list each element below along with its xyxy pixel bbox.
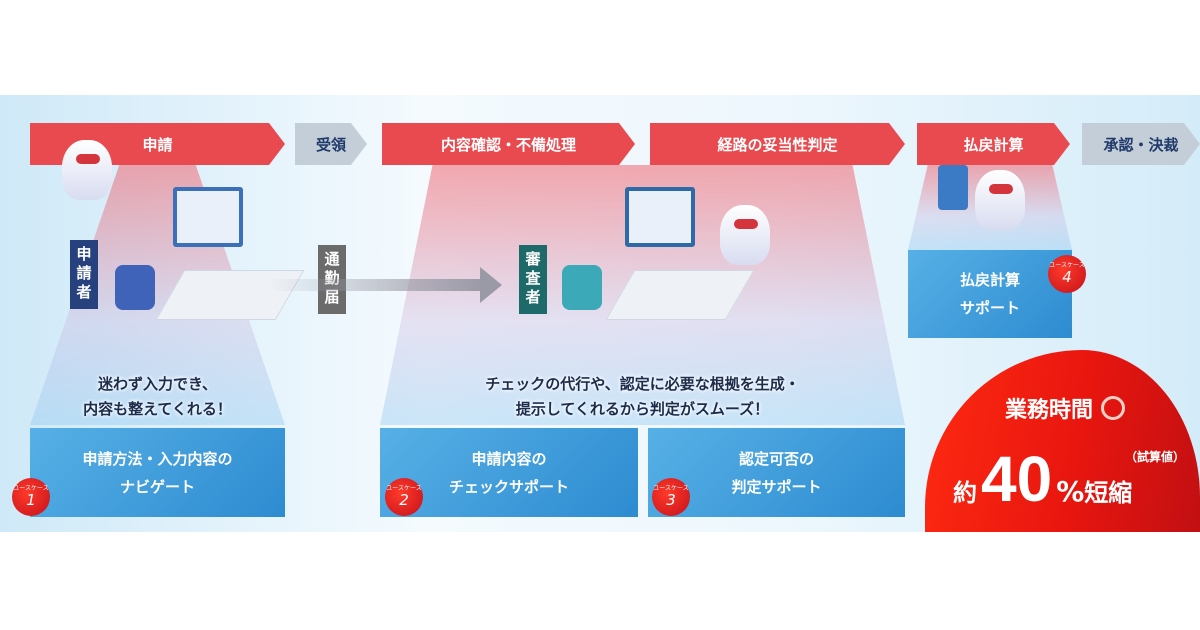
caption-line: 迷わず入力でき、 bbox=[98, 375, 217, 393]
use-case-text: 払戻計算 bbox=[959, 271, 1020, 289]
use-case-text: ナビゲート bbox=[119, 477, 195, 496]
use-case-text: チェックサポート bbox=[448, 477, 569, 496]
robot-icon bbox=[975, 170, 1025, 230]
stage-receive: 受領 bbox=[295, 123, 367, 165]
badge-label: ユースケース bbox=[386, 485, 422, 492]
caption-line: チェックの代行や、認定に必要な根拠を生成・ bbox=[485, 375, 800, 393]
stage-approval: 承認・決裁 bbox=[1082, 123, 1200, 165]
caption-line: 提示してくれるから判定がスムーズ！ bbox=[515, 400, 770, 418]
result-prefix: 約 bbox=[953, 479, 977, 507]
result-value: 40 bbox=[981, 443, 1053, 515]
workflow-diagram: 申請 受領 内容確認・不備処理 経路の妥当性判定 払戻計算 承認・決裁 申請者 … bbox=[0, 95, 1200, 532]
use-case-text: 判定サポート bbox=[731, 477, 822, 496]
use-case-2: 申請内容の チェックサポート bbox=[380, 428, 638, 517]
stopwatch-icon bbox=[1101, 396, 1126, 420]
calculator-icon bbox=[938, 165, 968, 210]
use-case-4: 払戻計算 サポート bbox=[908, 250, 1072, 338]
robot-icon bbox=[62, 140, 112, 200]
use-case-text: 申請内容の bbox=[471, 449, 547, 468]
badge-label: ユースケース bbox=[13, 485, 49, 492]
robot-icon bbox=[720, 205, 770, 265]
badge-number: 3 bbox=[666, 491, 676, 509]
badge-label: ユースケース bbox=[653, 485, 689, 492]
caption-line: 内容も整えてくれる！ bbox=[83, 400, 232, 418]
chair-icon bbox=[562, 265, 602, 310]
result-title: 業務時間 bbox=[1005, 398, 1094, 423]
result-suffix: 短縮 bbox=[1084, 479, 1133, 507]
use-case-text: 申請方法・入力内容の bbox=[82, 449, 233, 468]
result-circle: 業務時間 （試算値） 約 40 % 短縮 bbox=[925, 350, 1200, 532]
result-title-row: 業務時間 bbox=[1005, 392, 1126, 424]
monitor-icon bbox=[173, 187, 243, 247]
result-note: （試算値） bbox=[1125, 450, 1186, 464]
use-case-text: 認定可否の bbox=[738, 449, 814, 468]
use-case-text: サポート bbox=[959, 299, 1020, 317]
caption-reviewer: チェックの代行や、認定に必要な根拠を生成・ 提示してくれるから判定がスムーズ！ bbox=[380, 372, 905, 422]
monitor-icon bbox=[625, 187, 695, 247]
stage-route-validity: 経路の妥当性判定 bbox=[650, 123, 905, 165]
result-value-row: 約 40 % 短縮 bbox=[953, 442, 1132, 516]
caption-applicant: 迷わず入力でき、 内容も整えてくれる！ bbox=[30, 372, 285, 422]
result-unit: % bbox=[1056, 475, 1085, 508]
use-case-3: 認定可否の 判定サポート bbox=[648, 428, 905, 517]
actor-applicant: 申請者 bbox=[70, 240, 98, 309]
chair-icon bbox=[115, 265, 155, 310]
arrow-head-icon bbox=[480, 267, 502, 303]
badge-label: ユースケース bbox=[1049, 262, 1085, 269]
badge-number: 2 bbox=[399, 491, 409, 509]
stage-refund-calc: 払戻計算 bbox=[917, 123, 1070, 165]
flow-arrow bbox=[270, 279, 485, 291]
use-case-1: 申請方法・入力内容の ナビゲート bbox=[30, 428, 285, 517]
badge-number: 1 bbox=[26, 491, 36, 509]
actor-reviewer: 審査者 bbox=[519, 245, 547, 314]
badge-number: 4 bbox=[1062, 268, 1072, 286]
stage-content-check: 内容確認・不備処理 bbox=[382, 123, 635, 165]
